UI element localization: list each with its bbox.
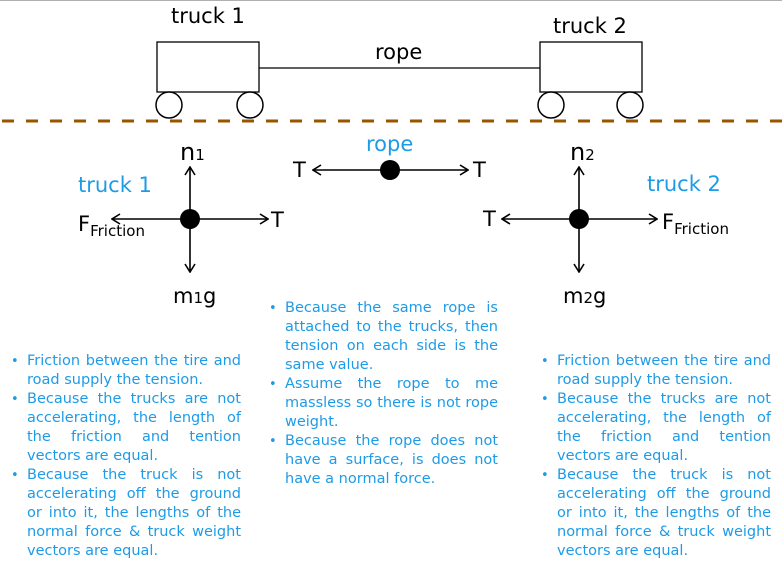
note-item: Friction between the tire and road suppl… <box>9 352 241 390</box>
truck2-weight-label: m2g <box>563 286 606 307</box>
truck2-label: truck 2 <box>553 14 627 38</box>
mass-subscript: 1 <box>193 289 204 307</box>
truck1-wheel-front <box>236 91 264 119</box>
normal-symbol: n <box>180 138 196 166</box>
force-symbol: F <box>662 210 675 234</box>
truck2-body <box>539 41 643 93</box>
fbd-truck2-title: truck 2 <box>647 172 721 196</box>
truck1-wheel-rear <box>155 91 183 119</box>
normal-symbol: n <box>570 138 586 166</box>
truck2-normal-label: n2 <box>570 140 595 164</box>
fbd-truck1-title: truck 1 <box>78 173 152 197</box>
notes-truck1: Friction between the tire and road suppl… <box>9 352 241 561</box>
note-item: Because the trucks are not accelerating,… <box>539 390 771 466</box>
notes-truck2: Friction between the tire and road suppl… <box>539 352 771 561</box>
mass-symbol: m <box>563 284 584 308</box>
note-item: Because the truck is not accelerating of… <box>9 466 241 561</box>
note-item: Because the trucks are not accelerating,… <box>9 390 241 466</box>
friction-subscript: Friction <box>674 220 729 238</box>
truck2-tension-label: T <box>483 207 496 231</box>
rope-tension-right-label: T <box>473 158 486 182</box>
truck1-body-point <box>180 209 200 229</box>
note-item: Because the rope does not have a surface… <box>267 432 498 489</box>
truck2-body-point <box>569 209 589 229</box>
gravity-symbol: g <box>593 284 607 308</box>
normal-subscript: 1 <box>195 146 205 164</box>
friction-subscript: Friction <box>90 222 145 240</box>
truck2-friction-label: FFriction <box>662 210 729 237</box>
truck1-normal-label: n1 <box>180 140 205 164</box>
truck2-wheel-rear <box>537 91 565 119</box>
truck1-tension-label: T <box>271 208 284 232</box>
rope-tension-left-label: T <box>293 158 306 182</box>
truck1-weight-label: m1g <box>173 286 216 307</box>
rope-label: rope <box>375 40 423 64</box>
truck1-label: truck 1 <box>171 4 245 28</box>
force-symbol: F <box>78 212 91 236</box>
gravity-symbol: g <box>203 284 217 308</box>
normal-subscript: 2 <box>585 146 595 164</box>
notes-rope: Because the same rope is attached to the… <box>267 299 498 489</box>
mass-subscript: 2 <box>583 289 594 307</box>
mass-symbol: m <box>173 284 194 308</box>
fbd-rope-title: rope <box>366 132 414 156</box>
truck1-friction-label: FFriction <box>78 212 145 239</box>
truck1-body <box>156 41 260 93</box>
truck2-wheel-front <box>616 91 644 119</box>
note-item: Assume the rope to me massless so there … <box>267 375 498 432</box>
top-border <box>0 0 782 1</box>
note-item: Because the truck is not accelerating of… <box>539 466 771 561</box>
note-item: Because the same rope is attached to the… <box>267 299 498 375</box>
note-item: Friction between the tire and road suppl… <box>539 352 771 390</box>
rope-body-point <box>380 160 400 180</box>
